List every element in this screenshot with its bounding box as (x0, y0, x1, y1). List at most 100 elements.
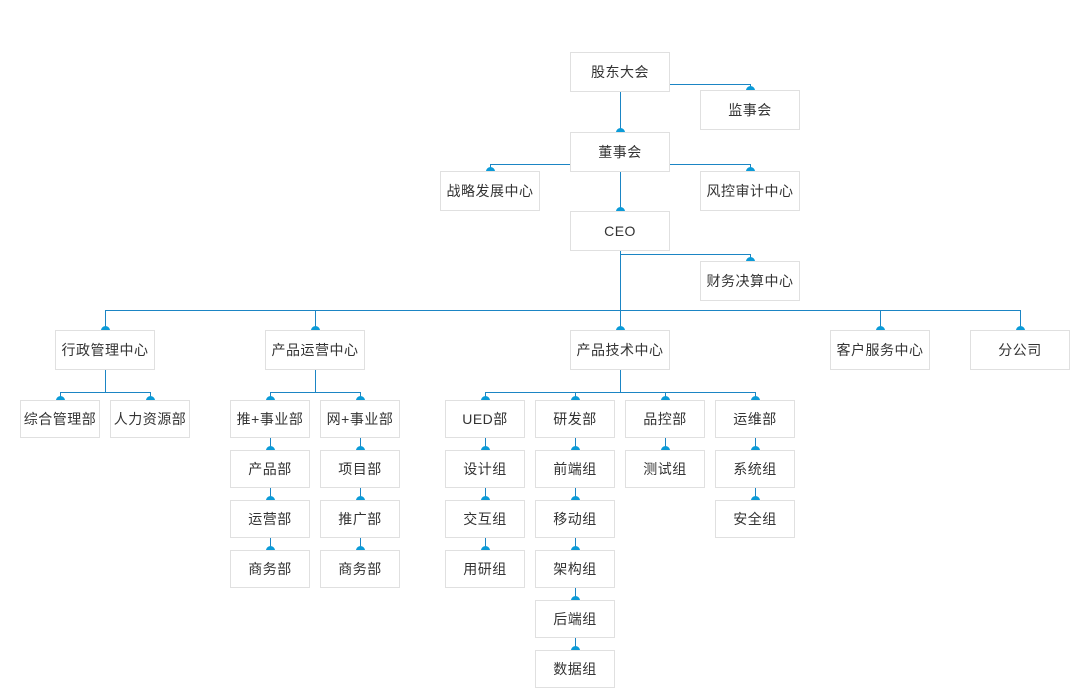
org-node-n29[interactable]: 系统组 (715, 450, 795, 488)
connector-line-vertical (485, 538, 486, 550)
org-node-n24[interactable]: 品控部 (625, 400, 705, 438)
org-node-n15[interactable]: 网+事业部 (320, 400, 400, 438)
org-node-label: 客户服务中心 (836, 342, 924, 358)
org-node-n20[interactable]: 商务部 (230, 550, 310, 588)
connector-line-vertical (270, 488, 271, 500)
org-node-n32[interactable]: 安全组 (715, 500, 795, 538)
connector-line-vertical (360, 488, 361, 500)
org-node-n22[interactable]: UED部 (445, 400, 525, 438)
connector-line-vertical (315, 310, 316, 330)
connector-line-horizontal (105, 310, 1020, 311)
org-node-label: 运营部 (248, 511, 292, 527)
connector-line-vertical (575, 638, 576, 650)
org-node-n27[interactable]: 前端组 (535, 450, 615, 488)
org-node-n10[interactable]: 客户服务中心 (830, 330, 930, 370)
org-node-label: 商务部 (248, 561, 292, 577)
org-node-n35[interactable]: 后端组 (535, 600, 615, 638)
org-node-n12[interactable]: 综合管理部 (20, 400, 100, 438)
org-node-n23[interactable]: 研发部 (535, 400, 615, 438)
org-node-label: 财务决算中心 (706, 273, 794, 289)
org-node-n34[interactable]: 架构组 (535, 550, 615, 588)
org-node-n7[interactable]: 行政管理中心 (55, 330, 155, 370)
org-node-label: 推+事业部 (236, 411, 304, 427)
org-node-label: 设计组 (463, 461, 507, 477)
org-node-label: 董事会 (598, 144, 642, 160)
org-node-label: 后端组 (553, 611, 597, 627)
org-node-n21[interactable]: 商务部 (320, 550, 400, 588)
org-node-n33[interactable]: 用研组 (445, 550, 525, 588)
connector-line-horizontal (620, 164, 750, 165)
org-node-label: 产品技术中心 (576, 342, 664, 358)
connector-line-vertical (360, 538, 361, 550)
connector-line-vertical (755, 488, 756, 500)
connector-line-horizontal (620, 254, 750, 255)
org-node-n18[interactable]: 运营部 (230, 500, 310, 538)
org-node-n3[interactable]: 战略发展中心 (440, 171, 540, 211)
org-node-label: 产品部 (248, 461, 292, 477)
connector-line-horizontal (60, 392, 150, 393)
org-node-label: UED部 (462, 411, 508, 427)
org-node-n25[interactable]: 运维部 (715, 400, 795, 438)
org-node-n5[interactable]: CEO (570, 211, 670, 251)
connector-line-vertical (620, 172, 621, 211)
connector-line-vertical (575, 588, 576, 600)
org-node-n31[interactable]: 移动组 (535, 500, 615, 538)
org-node-label: 运维部 (733, 411, 777, 427)
org-node-n19[interactable]: 推广部 (320, 500, 400, 538)
org-node-n9[interactable]: 产品技术中心 (570, 330, 670, 370)
connector-line-horizontal (485, 392, 755, 393)
connector-line-vertical (575, 488, 576, 500)
connector-line-vertical (270, 438, 271, 450)
org-node-n17[interactable]: 项目部 (320, 450, 400, 488)
connector-line-vertical (575, 538, 576, 550)
org-node-label: 监事会 (728, 102, 772, 118)
org-node-label: 风控审计中心 (706, 183, 794, 199)
org-node-n0[interactable]: 股东大会 (570, 52, 670, 92)
org-node-label: 项目部 (338, 461, 382, 477)
org-node-label: 网+事业部 (326, 411, 394, 427)
org-node-n14[interactable]: 推+事业部 (230, 400, 310, 438)
org-node-n28[interactable]: 测试组 (625, 450, 705, 488)
org-node-label: 人力资源部 (113, 411, 187, 427)
connector-line-vertical (105, 370, 106, 392)
org-node-n11[interactable]: 分公司 (970, 330, 1070, 370)
org-node-n8[interactable]: 产品运营中心 (265, 330, 365, 370)
org-node-n36[interactable]: 数据组 (535, 650, 615, 688)
connector-line-vertical (620, 251, 621, 310)
org-node-n2[interactable]: 董事会 (570, 132, 670, 172)
org-node-label: 研发部 (553, 411, 597, 427)
connector-line-vertical (360, 438, 361, 450)
org-node-n26[interactable]: 设计组 (445, 450, 525, 488)
org-node-label: 综合管理部 (23, 411, 97, 427)
connector-line-horizontal (490, 164, 620, 165)
org-node-n6[interactable]: 财务决算中心 (700, 261, 800, 301)
connector-line-vertical (270, 538, 271, 550)
connector-line-vertical (105, 310, 106, 330)
connector-line-vertical (620, 92, 621, 132)
org-node-label: 分公司 (998, 342, 1042, 358)
connector-line-vertical (575, 438, 576, 450)
org-node-n1[interactable]: 监事会 (700, 90, 800, 130)
org-node-n30[interactable]: 交互组 (445, 500, 525, 538)
org-node-n13[interactable]: 人力资源部 (110, 400, 190, 438)
connector-line-horizontal (620, 84, 750, 85)
org-node-label: 系统组 (733, 461, 777, 477)
connector-line-vertical (485, 488, 486, 500)
connector-line-vertical (880, 310, 881, 330)
connector-line-horizontal (270, 392, 360, 393)
org-node-label: 移动组 (553, 511, 597, 527)
connector-line-vertical (620, 310, 621, 330)
org-node-n4[interactable]: 风控审计中心 (700, 171, 800, 211)
org-node-label: 架构组 (553, 561, 597, 577)
connector-line-vertical (315, 370, 316, 392)
connector-line-vertical (620, 370, 621, 392)
connector-line-vertical (665, 438, 666, 450)
org-node-label: 行政管理中心 (61, 342, 149, 358)
org-node-label: 测试组 (643, 461, 687, 477)
org-node-n16[interactable]: 产品部 (230, 450, 310, 488)
org-node-label: 交互组 (463, 511, 507, 527)
org-node-label: 推广部 (338, 511, 382, 527)
org-node-label: 用研组 (463, 561, 507, 577)
org-node-label: 产品运营中心 (271, 342, 359, 358)
